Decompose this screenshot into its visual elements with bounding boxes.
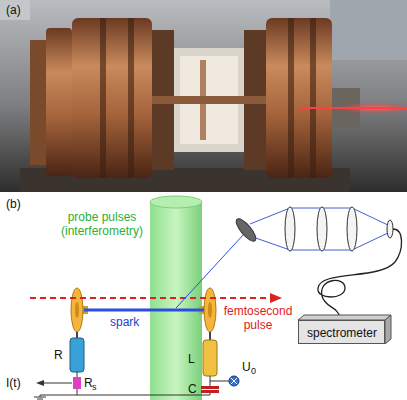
photo	[0, 0, 407, 192]
subscript: 0	[251, 366, 256, 377]
electrodes	[71, 288, 216, 332]
arrow-head	[270, 293, 282, 303]
component-label: R	[84, 376, 93, 390]
emission-path	[176, 234, 244, 308]
component-label: R	[54, 348, 63, 362]
beam-label: femtosecond pulse	[220, 304, 296, 332]
signal-label: I(t)	[6, 376, 21, 390]
beam-label: probe pulses (interferometry)	[56, 210, 148, 238]
spark-label: spark	[110, 315, 139, 329]
subscript: s	[92, 382, 97, 393]
instrument-box: spectrometer	[298, 320, 385, 344]
panel-letter: (a)	[4, 3, 23, 17]
component-label: U	[242, 360, 251, 374]
component-label: C	[188, 382, 197, 396]
optical-fiber	[318, 229, 402, 318]
spark-channel	[84, 309, 204, 312]
node-text: spectrometer	[307, 326, 376, 340]
femtosecond-beam	[30, 297, 272, 299]
circuit	[34, 332, 239, 399]
panel-letter: (b)	[6, 197, 21, 211]
component-label: L	[188, 352, 195, 366]
spectrometer-body	[298, 315, 391, 344]
collection-optics	[233, 207, 393, 251]
